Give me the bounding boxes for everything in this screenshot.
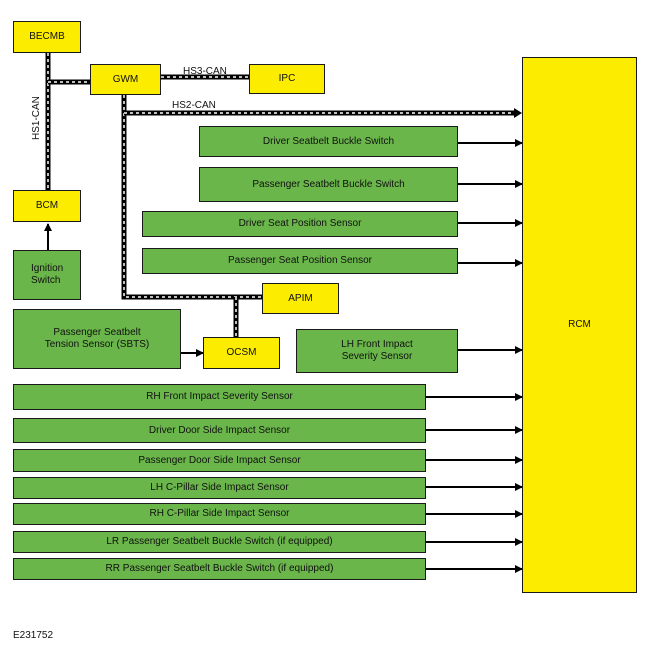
- hs1-can-label: HS1-CAN: [31, 96, 42, 140]
- passenger-seat-position-sensor: Passenger Seat Position Sensor: [142, 248, 458, 274]
- driver-door-impact-sensor: Driver Door Side Impact Sensor: [13, 418, 426, 443]
- ipc-module: IPC: [249, 64, 325, 94]
- passenger-door-impact-sensor: Passenger Door Side Impact Sensor: [13, 449, 426, 472]
- ocsm-module: OCSM: [203, 337, 280, 369]
- becmb-module: BECMB: [13, 21, 81, 53]
- passenger-seatbelt-buckle-switch: Passenger Seatbelt Buckle Switch: [199, 167, 458, 202]
- rh-front-impact-sensor: RH Front Impact Severity Sensor: [13, 384, 426, 410]
- rr-buckle-switch: RR Passenger Seatbelt Buckle Switch (if …: [13, 558, 426, 580]
- hs3-can-label: HS3-CAN: [183, 66, 227, 77]
- lr-buckle-switch: LR Passenger Seatbelt Buckle Switch (if …: [13, 531, 426, 553]
- bcm-module: BCM: [13, 190, 81, 222]
- can-bus-lines: [45, 53, 514, 337]
- lh-front-impact-sensor: LH Front Impact Severity Sensor: [296, 329, 458, 373]
- driver-seatbelt-buckle-switch: Driver Seatbelt Buckle Switch: [199, 126, 458, 157]
- driver-seat-position-sensor: Driver Seat Position Sensor: [142, 211, 458, 237]
- figure-id: E231752: [13, 630, 54, 641]
- hardwire-arrows: [44, 139, 523, 573]
- gwm-module: GWM: [90, 64, 161, 95]
- hs2-can-label: HS2-CAN: [172, 100, 216, 111]
- sbts-sensor: Passenger Seatbelt Tension Sensor (SBTS): [13, 309, 181, 369]
- ignition-switch: Ignition Switch: [13, 250, 81, 300]
- rcm-module: RCM: [522, 57, 637, 593]
- rh-c-pillar-sensor: RH C-Pillar Side Impact Sensor: [13, 503, 426, 525]
- hs2-arrowhead: [514, 108, 522, 118]
- apim-module: APIM: [262, 283, 339, 314]
- lh-c-pillar-sensor: LH C-Pillar Side Impact Sensor: [13, 477, 426, 499]
